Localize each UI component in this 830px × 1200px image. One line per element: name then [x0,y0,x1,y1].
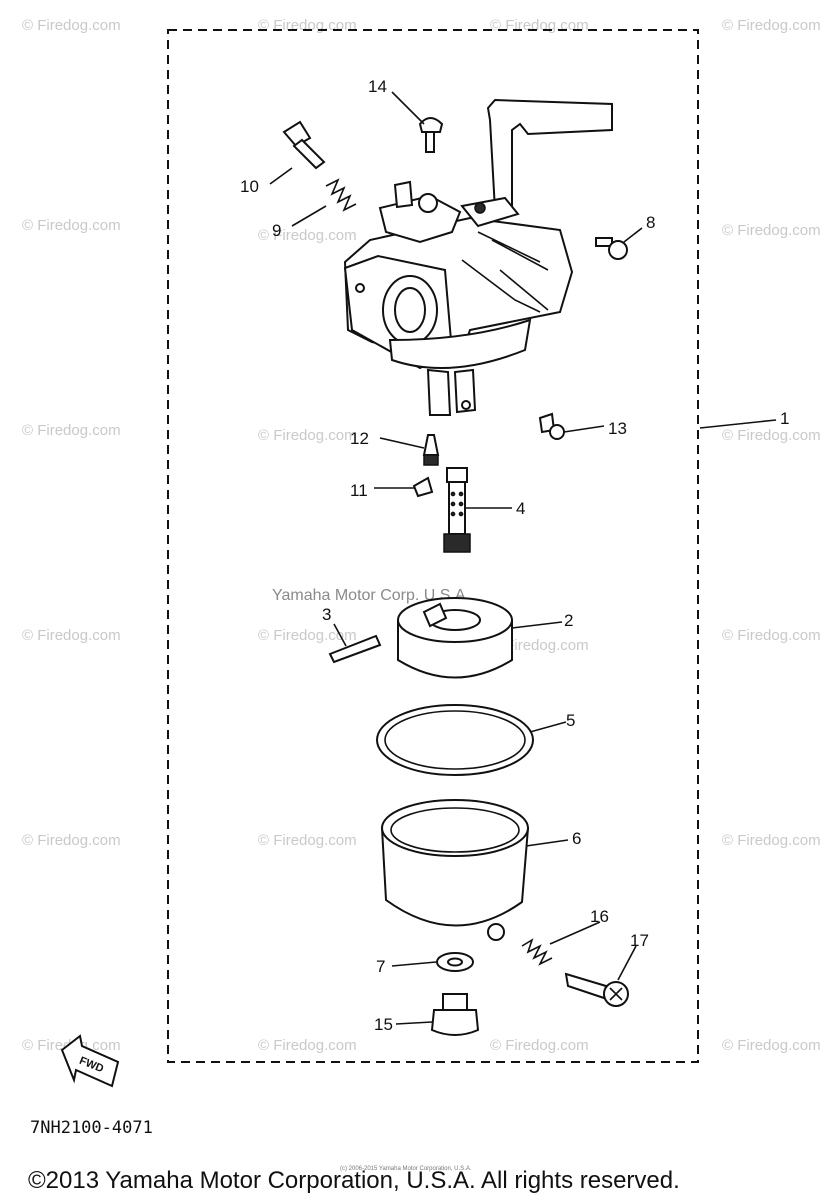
callout-16: 16 [590,907,609,926]
footer-copyright: ©2013 Yamaha Motor Corporation, U.S.A. A… [28,1167,680,1194]
watermark: © Firedog.com [722,627,821,644]
diagram-code: 7NH2100-4071 [30,1118,153,1138]
watermark: © Firedog.com [22,217,121,234]
watermark: © Firedog.com [258,1037,357,1054]
center-watermark: Yamaha Motor Corp. U.S.A. [272,587,470,604]
callout-9: 9 [272,221,281,240]
watermark: © Firedog.com [22,422,121,439]
callout-6: 6 [572,829,581,848]
watermark: © Firedog.com [722,1037,821,1054]
part-6-float-bowl [380,799,530,941]
callout-3: 3 [322,605,331,624]
callout-labels: 14 10 9 8 1 12 13 11 4 3 2 5 6 16 17 7 1… [240,77,789,1034]
watermark: © Firedog.com [490,637,589,654]
callout-7: 7 [376,957,385,976]
callout-1: 1 [780,409,789,428]
callout-2: 2 [564,611,573,630]
watermark: © Firedog.com [490,17,589,34]
part-11-clip [412,476,434,498]
leader-lines [269,91,777,1025]
callout-14: 14 [368,77,387,96]
watermark: © Firedog.com [722,832,821,849]
callout-13: 13 [608,419,627,438]
watermark: © Firedog.com [490,1037,589,1054]
callout-5: 5 [566,711,575,730]
watermark: © Firedog.com [258,832,357,849]
callout-10: 10 [240,177,259,196]
callout-8: 8 [646,213,655,232]
watermark: © Firedog.com [258,627,357,644]
callout-15: 15 [374,1015,393,1034]
part-4-main-jet [443,467,471,553]
part-9-spring [325,178,357,212]
part-12-needle [422,434,440,466]
watermark: © Firedog.com [722,222,821,239]
callout-11: 11 [350,481,368,500]
carburetor-body [343,98,613,416]
watermark: © Firedog.com [258,17,357,34]
part-3-pin [328,634,382,664]
part-16-spring [521,938,553,966]
watermark: © Firedog.com [258,227,357,244]
part-14-screw [418,117,444,153]
part-8-screw [595,237,628,260]
watermark: © Firedog.com [22,832,121,849]
part-5-gasket [376,704,534,776]
callout-17: 17 [630,931,649,950]
watermark: © Firedog.com [722,427,821,444]
part-2-float [397,597,513,679]
part-10-bolt [282,120,326,170]
part-7-washer [436,952,474,972]
footer-small-print: (c) 2006-2015 Yamaha Motor Corporation, … [340,1166,472,1172]
callout-4: 4 [516,499,525,518]
watermark-layer: © Firedog.com © Firedog.com © Firedog.co… [22,17,821,1054]
callout-12: 12 [350,429,369,448]
fwd-arrow-icon: FWD [60,1034,120,1088]
watermark: © Firedog.com [722,17,821,34]
part-15-drain-plug [430,993,480,1036]
part-17-screw [564,972,629,1007]
watermark: © Firedog.com [258,427,357,444]
watermark: © Firedog.com [22,17,121,34]
part-13-screw [538,412,565,440]
watermark: © Firedog.com [22,627,121,644]
